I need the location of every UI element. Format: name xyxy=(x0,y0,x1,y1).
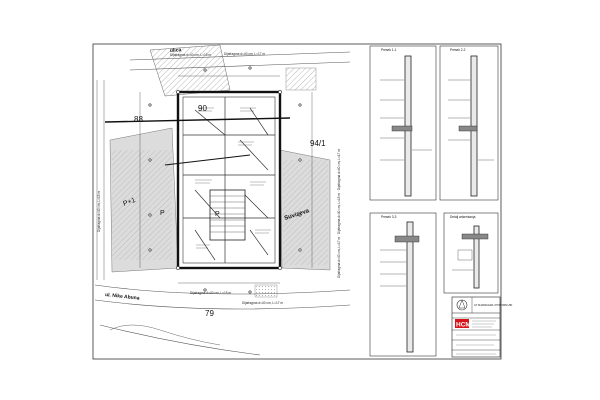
stair-treads xyxy=(210,195,245,233)
title-block-header: GT DIJAFRAGMA I POTPORNI ZID xyxy=(474,304,512,307)
detail-section-1: Presek 1-1 xyxy=(369,45,437,201)
annotation-bottom-1: Dijafragma d=40 cm, L=15 m xyxy=(190,291,231,295)
section-cut-line-2 xyxy=(164,154,251,166)
parcel-label-p-center: P xyxy=(215,211,220,218)
sheet-frame xyxy=(92,43,502,360)
neighbour-area-top xyxy=(149,44,231,97)
road-top xyxy=(129,51,351,71)
dimension-lines xyxy=(139,75,313,284)
annotation-left-vertical: Dijafragma d=40 cm, L=15 m xyxy=(97,191,101,232)
hcm-logo-text: HCM xyxy=(456,322,471,329)
parcel-label-90: 90 xyxy=(198,104,207,113)
annotation-top-2: Dijafragma d=40 cm, L=17 m xyxy=(224,52,265,56)
diaphragm-wall-outline xyxy=(176,90,282,270)
parcel-label-88: 88 xyxy=(134,115,143,124)
detail-2-title: Presek 2-2 xyxy=(450,48,466,52)
small-block-bottom xyxy=(254,284,278,298)
survey-points xyxy=(148,66,302,294)
road-curve-bottom-left xyxy=(109,324,221,346)
section-cut-line xyxy=(104,117,291,123)
detail-section-2: Presek 2-2 xyxy=(439,45,499,201)
parcel-label-p1: P+1 xyxy=(122,197,136,208)
annotation-bottom-2: Dijafragma d=40 cm, L=17 m xyxy=(242,301,283,305)
stair-core xyxy=(209,189,246,241)
annotation-right-vertical: Dijafragma d=40 cm, L=17 m · Dijafragma … xyxy=(337,149,341,278)
road-left xyxy=(96,80,105,280)
hcm-logo-box xyxy=(455,319,469,328)
title-block: GT DIJAFRAGMA I POTPORNI ZID HCM xyxy=(451,296,512,358)
diaphragm-wall-inner xyxy=(182,96,276,264)
detail-1-title: Presek 1-1 xyxy=(381,48,397,52)
small-annotation-marks xyxy=(195,107,271,249)
parcel-label-p-left: P xyxy=(160,210,165,217)
street-label-bottom: ul. Nike Abuna xyxy=(105,292,140,302)
neighbour-area-right-hatch xyxy=(283,160,328,265)
detail-4-title: Detalj ankerisanja xyxy=(450,215,476,219)
site-plan: 90 88 94/1 79 P+1 P P ulica Suvizeva ul.… xyxy=(94,44,351,356)
road-bottom xyxy=(94,284,351,356)
neighbour-area-left-hatch xyxy=(112,150,172,260)
annotation-top-1: Dijafragma d=40 cm, L=15 m xyxy=(170,53,211,57)
detail-section-4: Detalj ankerisanja xyxy=(443,212,499,294)
parcel-label-94: 94/1 xyxy=(310,139,326,148)
street-label-top: ulica xyxy=(170,47,182,54)
company-logo-icon xyxy=(456,299,468,311)
neighbour-area-topright xyxy=(285,67,317,91)
detail-section-3: Presek 3-3 xyxy=(369,212,437,357)
detail-3-title: Presek 3-3 xyxy=(381,215,397,219)
parcel-label-79: 79 xyxy=(205,309,214,318)
